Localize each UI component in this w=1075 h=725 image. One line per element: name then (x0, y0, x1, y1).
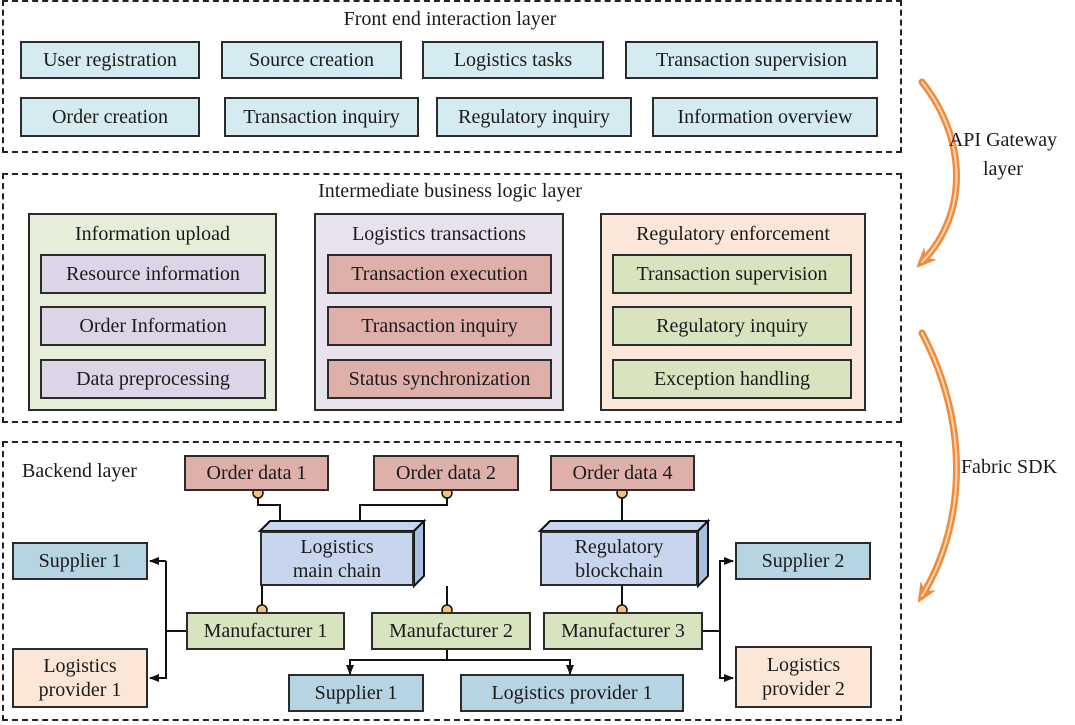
manufacturer-2[interactable]: Manufacturer 2 (371, 612, 531, 650)
fe-order-creation[interactable]: Order creation (20, 97, 200, 137)
group-title: Logistics transactions (352, 223, 526, 245)
item-transaction-inquiry[interactable]: Transaction inquiry (327, 306, 552, 346)
logistics-provider-left[interactable]: Logistics provider 1 (12, 648, 148, 708)
business-layer-title: Intermediate business logic layer (318, 180, 582, 202)
item-order-information[interactable]: Order Information (40, 306, 266, 346)
supplier-left[interactable]: Supplier 1 (12, 542, 148, 580)
fe-logistics-tasks[interactable]: Logistics tasks (422, 41, 604, 79)
fe-transaction-inquiry[interactable]: Transaction inquiry (224, 97, 419, 137)
item-transaction-supervision[interactable]: Transaction supervision (612, 254, 852, 294)
item-transaction-execution[interactable]: Transaction execution (327, 254, 552, 294)
fe-source-creation[interactable]: Source creation (221, 41, 402, 79)
backend-layer-title: Backend layer (22, 460, 137, 482)
backend-layer (2, 441, 902, 721)
item-resource-information[interactable]: Resource information (40, 254, 266, 294)
logistics-provider-right[interactable]: Logistics provider 2 (735, 646, 872, 708)
group-title: Regulatory enforcement (636, 223, 830, 245)
fe-information-overview[interactable]: Information overview (652, 97, 878, 137)
frontend-layer-title: Front end interaction layer (343, 8, 557, 30)
manufacturer-1[interactable]: Manufacturer 1 (186, 612, 345, 650)
supplier-right[interactable]: Supplier 2 (735, 542, 871, 580)
logistics-main-chain[interactable]: Logistics main chain (260, 531, 414, 586)
order-data-4[interactable]: Order data 4 (550, 455, 695, 491)
item-regulatory-inquiry[interactable]: Regulatory inquiry (612, 306, 852, 346)
item-status-synchronization[interactable]: Status synchronization (327, 359, 552, 399)
fabric-sdk-label: Fabric SDK (960, 456, 1058, 478)
fe-regulatory-inquiry[interactable]: Regulatory inquiry (436, 97, 632, 137)
logistics-provider-bottom[interactable]: Logistics provider 1 (460, 674, 684, 712)
fe-transaction-supervision[interactable]: Transaction supervision (625, 41, 878, 79)
group-title: Information upload (75, 223, 230, 245)
api-gateway-label: API Gateway layer (948, 129, 1058, 180)
item-data-preprocessing[interactable]: Data preprocessing (40, 359, 266, 399)
manufacturer-3[interactable]: Manufacturer 3 (543, 612, 703, 650)
order-data-1[interactable]: Order data 1 (184, 455, 329, 491)
regulatory-blockchain[interactable]: Regulatory blockchain (540, 531, 698, 586)
supplier-bottom[interactable]: Supplier 1 (288, 674, 424, 712)
fe-user-registration[interactable]: User registration (20, 41, 200, 79)
frontend-layer (2, 0, 902, 153)
order-data-2[interactable]: Order data 2 (373, 455, 519, 491)
business-layer (2, 173, 902, 423)
item-exception-handling[interactable]: Exception handling (612, 359, 852, 399)
